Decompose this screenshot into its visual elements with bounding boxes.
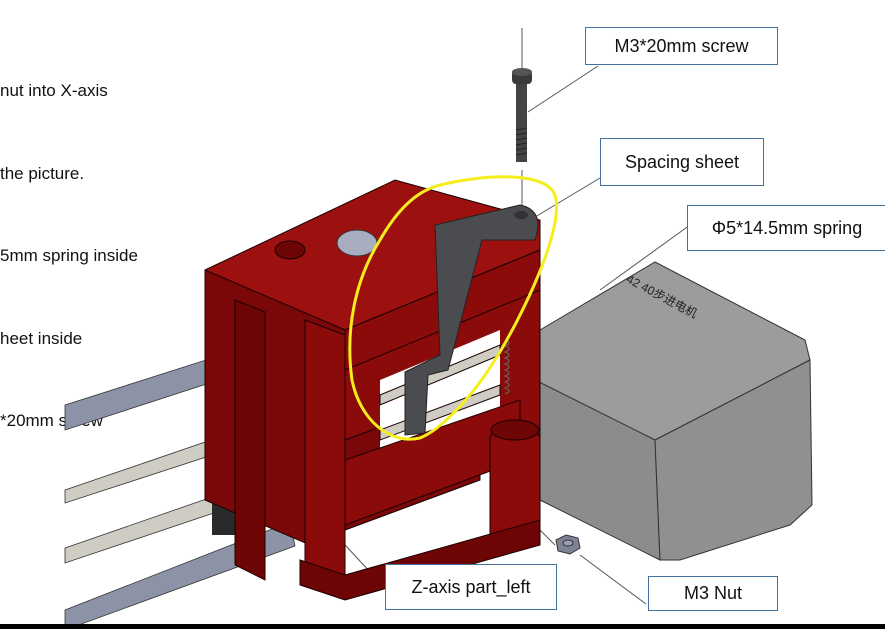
spacing-sheet xyxy=(404,204,539,436)
assembly-instructions: nut into X-axis the picture. 5mm spring … xyxy=(0,22,138,462)
sheet-leader-line xyxy=(529,177,601,221)
highlight-circle xyxy=(348,175,558,441)
instruction-line: 5mm spring inside xyxy=(0,246,138,265)
z-axis-part xyxy=(204,179,541,601)
m3-nut xyxy=(555,534,581,555)
callout-spring: Φ5*14.5mm spring xyxy=(687,205,885,251)
callout-z-axis-part: Z-axis part_left xyxy=(385,564,557,610)
screw-leader-line xyxy=(527,65,599,113)
instruction-line: nut into X-axis xyxy=(0,81,108,100)
spring xyxy=(503,339,510,395)
instruction-line: the picture. xyxy=(0,163,85,183)
callout-spacing-sheet: Spacing sheet xyxy=(600,138,764,186)
instruction-line: heet inside xyxy=(0,328,83,348)
nut-leader-line xyxy=(579,554,647,605)
stepper-motor: 42 40步进电机 xyxy=(534,261,813,561)
leader-lines xyxy=(344,28,691,605)
m3-screw xyxy=(512,68,532,162)
spring-leader-line xyxy=(599,224,691,291)
callout-nut: M3 Nut xyxy=(648,576,778,611)
callout-screw: M3*20mm screw xyxy=(585,27,778,65)
bottom-border xyxy=(0,624,885,629)
